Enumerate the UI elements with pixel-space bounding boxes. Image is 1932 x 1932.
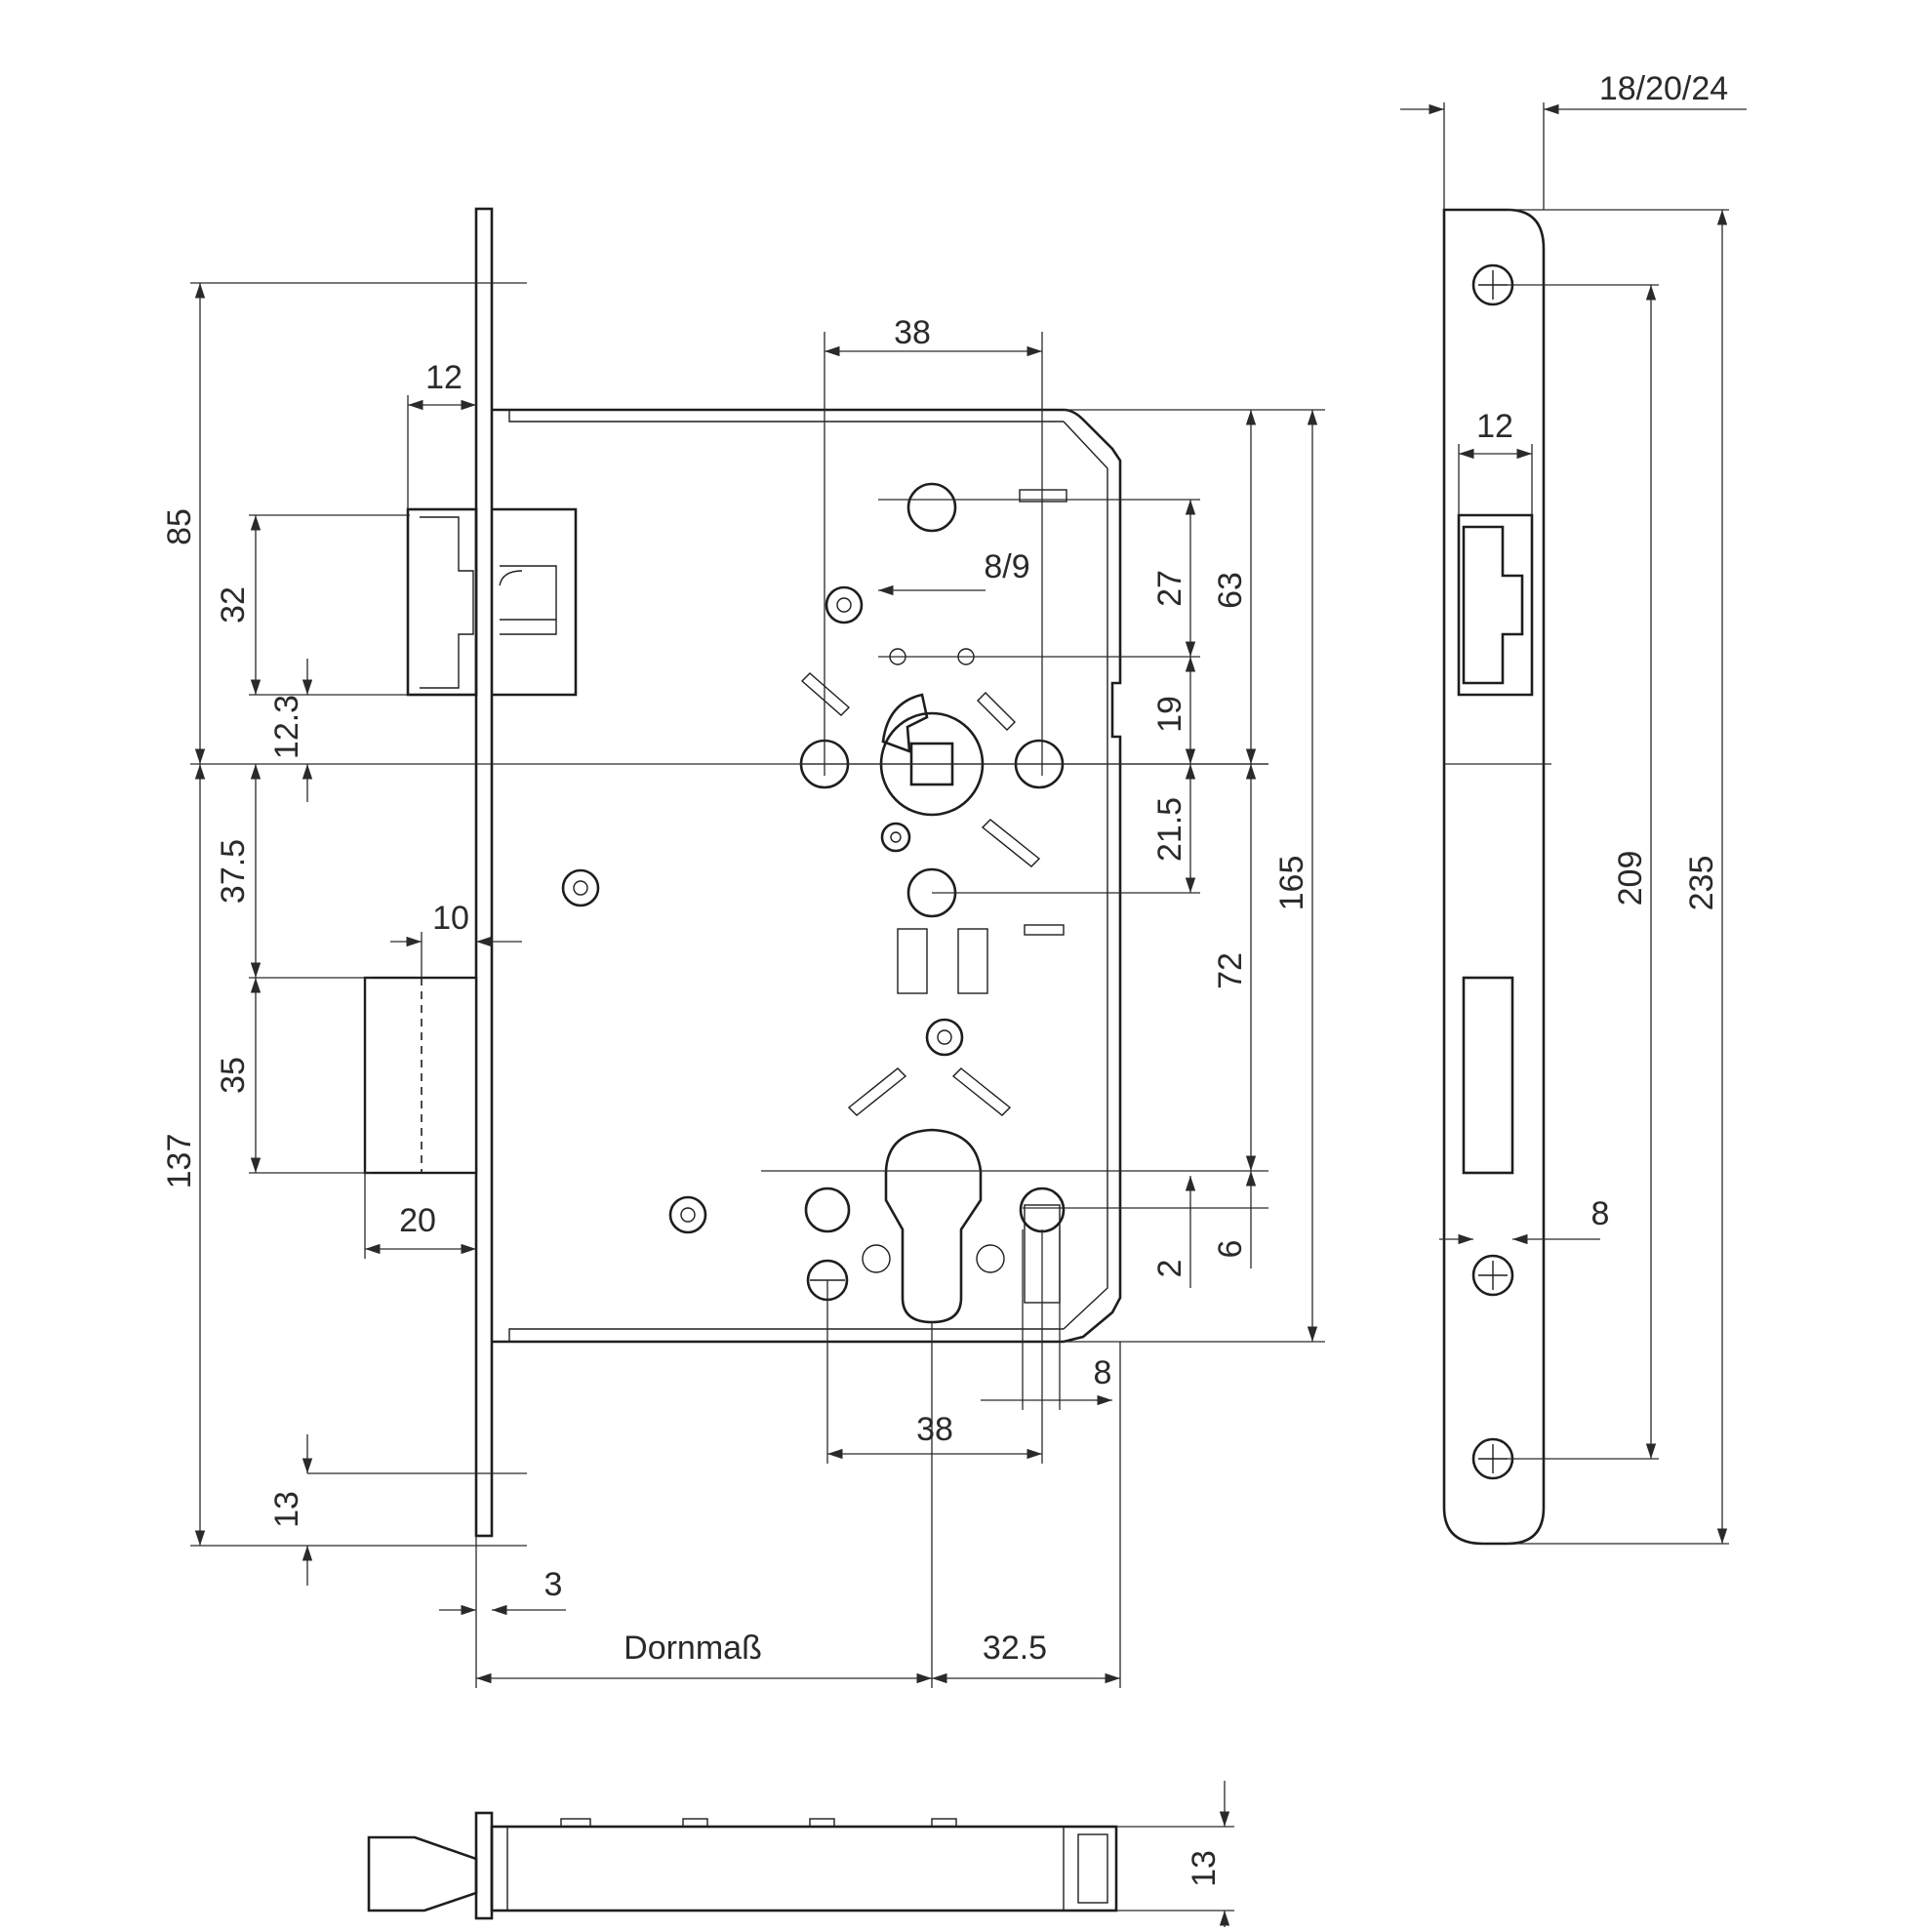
faceplate: [474, 207, 494, 1538]
dim-latch-span: 32: [215, 586, 252, 624]
dim-latch-offset: 12.3: [268, 695, 305, 759]
dim-latch-width-small: 12: [425, 359, 463, 396]
dim-63: 63: [1212, 572, 1249, 609]
strike-plate: [1442, 208, 1546, 1546]
cylinder-cutout: [804, 1128, 1066, 1324]
case-screws: [561, 585, 975, 1234]
dim-8-cylinder: 8: [1094, 1354, 1112, 1391]
dim-lower-total: 137: [161, 1134, 198, 1189]
dim-27: 27: [1151, 570, 1188, 607]
dim-follower-spacing-top: 38: [894, 314, 931, 351]
strike-plate-view: 18/20/24 12 209 235 8: [1400, 70, 1747, 1546]
dim-bottom-offset: 13: [268, 1491, 305, 1528]
dim-strike-latch-width: 12: [1476, 408, 1513, 445]
latch-bolt: [406, 507, 578, 697]
dim-faceplate-thickness: 3: [544, 1566, 563, 1603]
dim-165: 165: [1273, 856, 1310, 911]
dim-dornmass: Dornmaß: [624, 1630, 762, 1667]
dim-19: 19: [1151, 696, 1188, 733]
dim-bolt-throw: 20: [399, 1202, 436, 1239]
dim-2: 2: [1151, 1260, 1188, 1278]
top-view: 13: [367, 1781, 1234, 1927]
top-view-latch: [367, 1835, 478, 1912]
dim-21-5: 21.5: [1151, 797, 1188, 862]
front-view: 38 8/9 27 19 21.5 63 72 165 2 6 8: [161, 207, 1325, 1688]
strike-screw-holes: [1471, 263, 1514, 1480]
dead-bolt: [363, 976, 478, 1175]
top-view-faceplate: [474, 1811, 494, 1920]
case-slots: [800, 489, 1067, 1116]
strike-bolt-opening: [1462, 976, 1514, 1175]
top-view-case: [490, 1825, 1118, 1912]
dim-backset-body: 32.5: [983, 1630, 1047, 1667]
strike-latch-opening: [1457, 513, 1534, 697]
dim-bolt-depth: 10: [432, 900, 469, 937]
dim-latch-height: 85: [161, 508, 198, 545]
dim-strike-width: 18/20/24: [1599, 70, 1728, 107]
dim-to-bolt: 37.5: [215, 839, 252, 904]
dim-strike-total: 235: [1683, 856, 1720, 911]
dim-bolt-height: 35: [215, 1057, 252, 1094]
dim-72: 72: [1212, 952, 1249, 989]
dim-strike-screw: 8: [1591, 1195, 1610, 1232]
dim-6: 6: [1212, 1240, 1249, 1259]
dim-follower-size: 8/9: [984, 548, 1029, 585]
dim-strike-hole-spacing: 209: [1612, 851, 1649, 906]
dim-cylinder-spacing: 38: [916, 1411, 953, 1448]
dim-lock-thickness: 13: [1186, 1850, 1223, 1887]
